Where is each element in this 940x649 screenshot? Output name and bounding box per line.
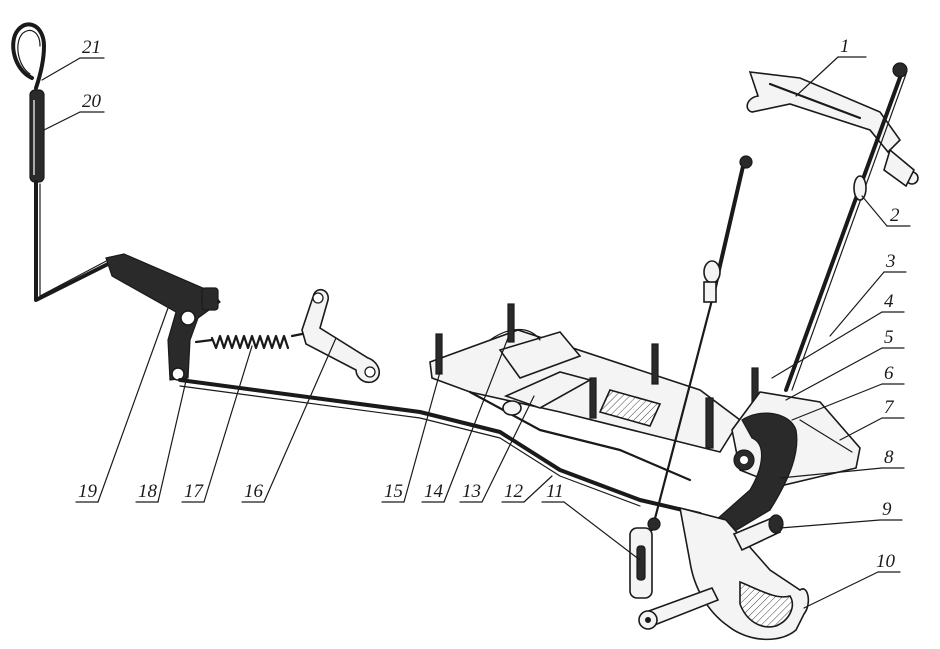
callout-18: 18 bbox=[138, 481, 158, 502]
leader-lines bbox=[41, 56, 911, 609]
callout-17: 17 bbox=[184, 481, 205, 502]
spring-bracket bbox=[301, 288, 380, 384]
mounting-frame bbox=[429, 328, 742, 482]
callout-1: 1 bbox=[840, 36, 850, 57]
callout-8: 8 bbox=[884, 447, 894, 468]
guide-bracket bbox=[502, 371, 593, 416]
coupling-hook bbox=[678, 506, 810, 641]
mounting-studs bbox=[435, 303, 759, 449]
upper-bracket bbox=[746, 71, 919, 188]
pull-ring bbox=[11, 22, 46, 90]
callout-20: 20 bbox=[82, 91, 102, 112]
callout-9: 9 bbox=[882, 499, 892, 520]
callout-5: 5 bbox=[884, 327, 894, 348]
callout-2: 2 bbox=[890, 205, 900, 226]
callout-10: 10 bbox=[876, 551, 896, 572]
bell-crank-lever bbox=[105, 253, 221, 381]
hook-body bbox=[715, 391, 861, 535]
handle-grip bbox=[29, 89, 45, 183]
callout-labels: 1 2 3 4 5 6 7 8 9 10 11 12 13 14 15 16 1… bbox=[78, 36, 900, 572]
tension-spring bbox=[194, 332, 304, 350]
callout-21: 21 bbox=[82, 37, 101, 58]
callout-14: 14 bbox=[424, 481, 444, 502]
callout-7: 7 bbox=[884, 397, 895, 418]
release-rod-lower bbox=[178, 378, 702, 516]
latch-link bbox=[629, 517, 661, 599]
callout-19: 19 bbox=[78, 481, 98, 502]
callout-11: 11 bbox=[546, 481, 564, 502]
lock-bolt bbox=[638, 587, 720, 630]
callout-15: 15 bbox=[384, 481, 403, 502]
pivot-pin bbox=[732, 514, 784, 552]
callout-12: 12 bbox=[504, 481, 524, 502]
lift-rod-right bbox=[784, 62, 908, 392]
callout-3: 3 bbox=[885, 251, 896, 272]
callout-6: 6 bbox=[884, 363, 894, 384]
callout-16: 16 bbox=[244, 481, 264, 502]
lift-rod-left bbox=[650, 155, 753, 532]
callout-13: 13 bbox=[462, 481, 481, 502]
callout-4: 4 bbox=[884, 291, 894, 312]
